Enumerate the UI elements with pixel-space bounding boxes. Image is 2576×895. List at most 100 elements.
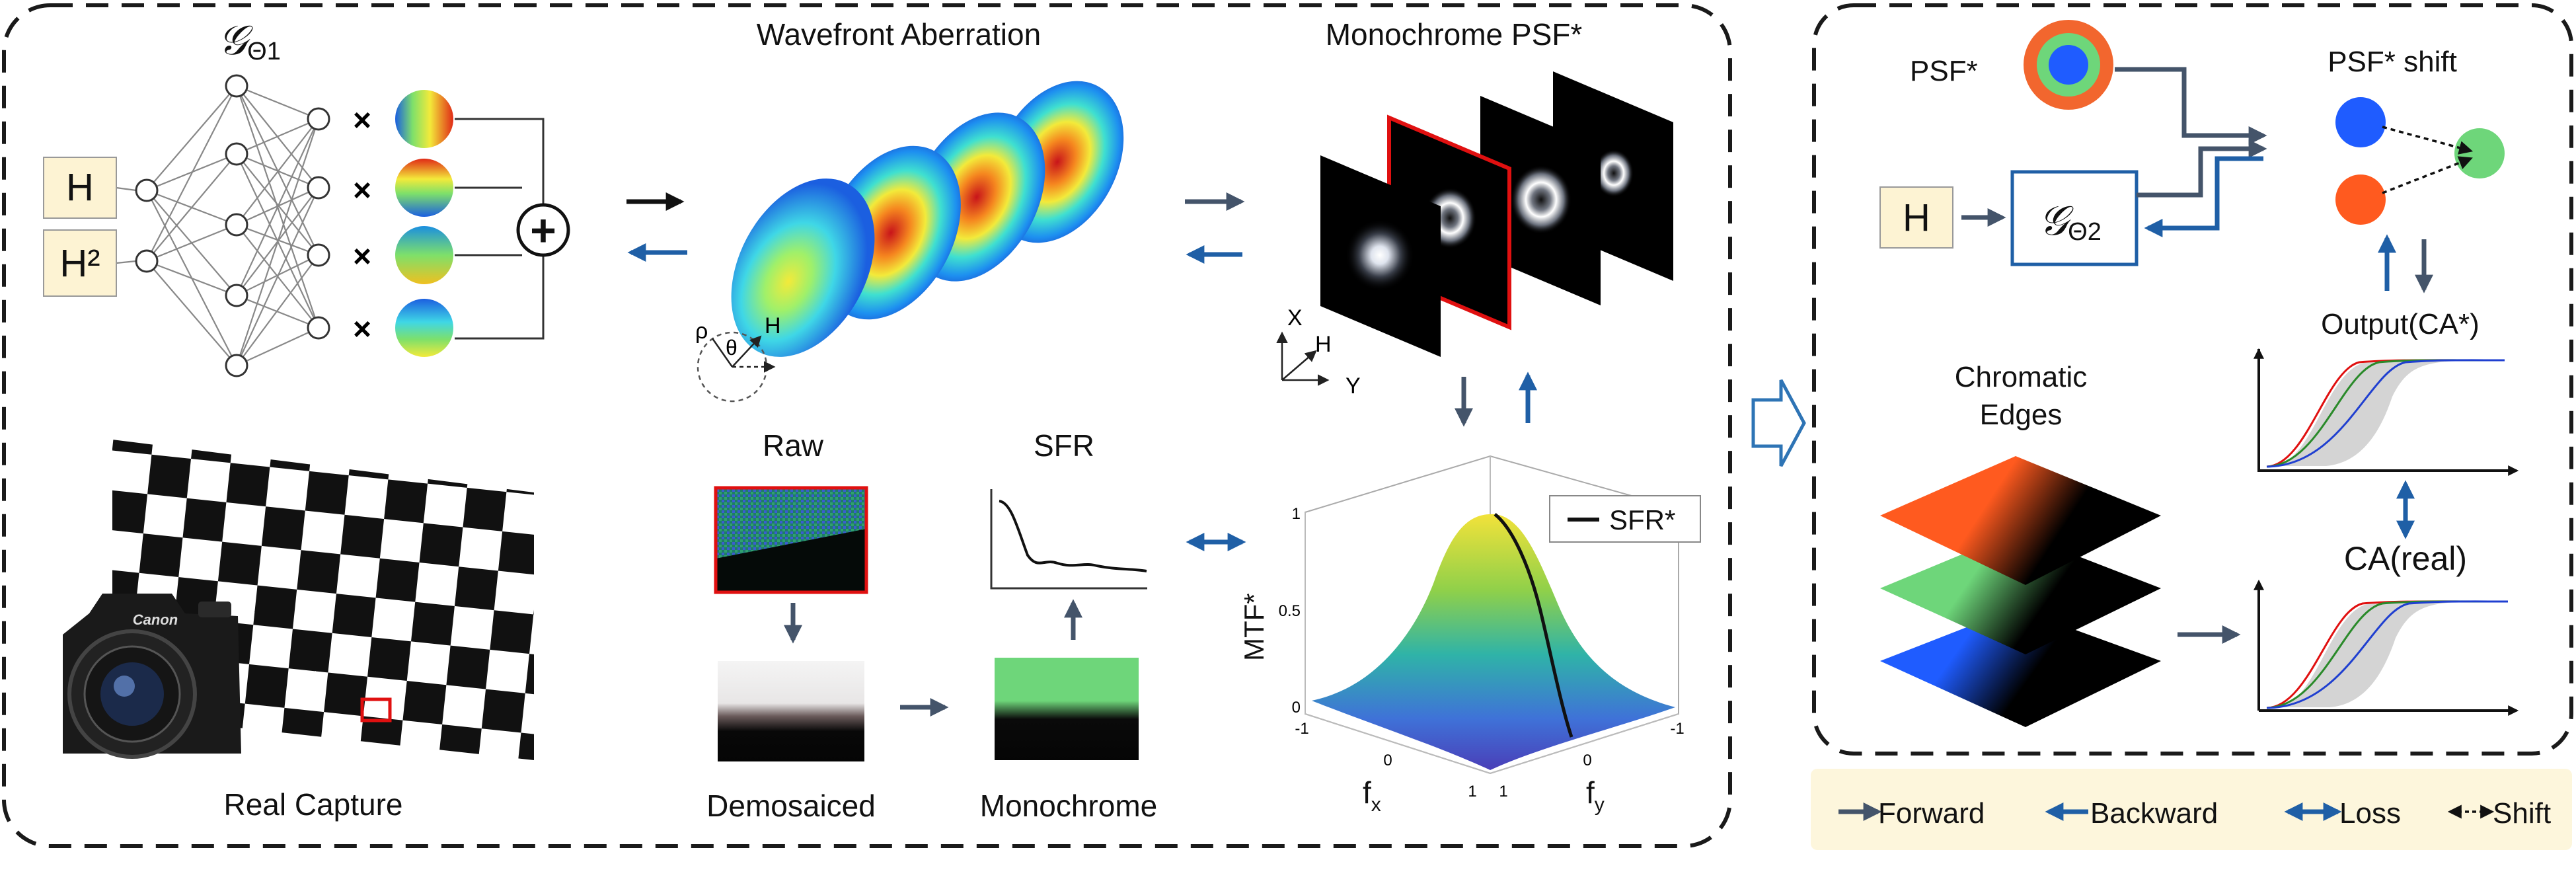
network-edge xyxy=(236,118,319,296)
network-edge xyxy=(236,118,319,155)
legend-forward-label: Forward xyxy=(1878,797,1985,830)
network-edge xyxy=(235,118,320,366)
fy-tick-1: 1 xyxy=(1499,783,1507,800)
theta-label: θ xyxy=(726,336,738,360)
z-tick-1: 1 xyxy=(1292,505,1301,523)
zernike-terms: × × × × + xyxy=(353,90,570,357)
shift-dot-red xyxy=(2335,175,2386,225)
mtf-surface-plot: MTF* 1 0.5 0 -1 0 1 1 0 -1 fx fy SFR* xyxy=(1238,455,1701,816)
zernike-term-3 xyxy=(395,226,453,284)
sfr-label: SFR xyxy=(1034,428,1094,463)
roi-highlight xyxy=(360,697,392,722)
polar-coordinate-icon: ρ θ H xyxy=(695,313,781,403)
fy-tick-0: 0 xyxy=(1583,752,1591,769)
network-theta1: 𝒢Θ1 xyxy=(116,18,330,377)
psf-title: Monochrome PSF* xyxy=(1326,17,1583,52)
output-ca-label: Output(CA*) xyxy=(2321,308,2480,340)
network-edge xyxy=(236,85,319,120)
z-tick-05: 0.5 xyxy=(1279,602,1301,620)
input-h-box-right xyxy=(1879,186,1953,249)
axis-y-label: Y xyxy=(1345,373,1361,399)
outline-right-arrow xyxy=(1751,379,1806,467)
demosaiced-label: Demosaiced xyxy=(706,789,876,823)
wavefront-surface-1 xyxy=(731,178,875,357)
network-node xyxy=(225,284,248,307)
input-connector xyxy=(116,186,137,192)
psf-shift-label: PSF* shift xyxy=(2328,46,2457,78)
ca-real-label: CA(real) xyxy=(2344,540,2467,577)
real-ca-plot xyxy=(2254,579,2519,716)
demosaiced-image xyxy=(718,661,864,761)
fy-axis-label: fy xyxy=(1586,775,1605,816)
fx-tick-1: 1 xyxy=(1468,783,1476,800)
input-h-box xyxy=(43,157,117,219)
network-edge xyxy=(146,85,237,191)
sfr-star-curve xyxy=(1494,513,1573,738)
left-panel-frame xyxy=(2,3,1732,848)
psf-target-icon xyxy=(2024,20,2113,110)
network-edge xyxy=(236,294,319,329)
network-node xyxy=(307,316,330,340)
network-theta2-box xyxy=(2010,170,2139,266)
z-tick-0: 0 xyxy=(1292,699,1301,717)
zernike-term-4 xyxy=(395,299,453,357)
times-symbol-4: × xyxy=(353,312,371,347)
network-edge xyxy=(146,153,237,262)
sum-plus-symbol: + xyxy=(530,206,556,256)
psf-label-right: PSF* xyxy=(1910,55,1978,87)
network-node xyxy=(225,213,248,237)
chromatic-edges-label-1: Chromatic xyxy=(1955,361,2088,393)
network-node xyxy=(135,249,159,273)
sfr-star-legend-label: SFR* xyxy=(1609,504,1675,535)
fy-tick-m1: -1 xyxy=(1670,720,1684,738)
sum-node xyxy=(516,203,570,257)
zernike-term-2 xyxy=(395,159,453,217)
input-connector xyxy=(116,260,137,264)
wavefront-surfaces xyxy=(731,81,1124,357)
shift-dot-blue xyxy=(2335,97,2386,147)
network1-subscript: Θ1 xyxy=(247,38,281,65)
svg-text:𝒢Θ2: 𝒢Θ2 xyxy=(2039,198,2102,246)
network-edge xyxy=(146,223,237,262)
raw-image xyxy=(714,486,868,594)
edge-layer-blue xyxy=(1880,608,2161,727)
input-h-label-right: H xyxy=(1903,196,1930,239)
network-edge xyxy=(236,223,319,256)
times-symbol-2: × xyxy=(353,173,371,208)
network-node xyxy=(307,107,330,131)
input-h2-box xyxy=(43,229,117,297)
network-node xyxy=(225,142,248,166)
real-capture-label: Real Capture xyxy=(223,787,402,822)
edge-layer-red xyxy=(1880,456,2161,585)
mtf-surface xyxy=(1312,514,1675,770)
network2-subscript: Θ2 xyxy=(2068,218,2102,246)
input-h2-label: H² xyxy=(59,242,100,285)
shift-dot-green xyxy=(2454,128,2505,178)
network-node xyxy=(307,176,330,200)
legend-loss-label: Loss xyxy=(2339,797,2401,830)
chromatic-edges-stack xyxy=(1880,456,2161,727)
network-edge xyxy=(146,260,237,366)
psf-stack xyxy=(1320,71,1673,357)
axis-h-label: H xyxy=(1315,332,1332,357)
camera-icon: Canon xyxy=(63,594,241,759)
network-node xyxy=(307,243,330,267)
raw-label: Raw xyxy=(763,428,824,463)
output-ca-plot xyxy=(2254,348,2519,476)
forward-arrow-psf-to-shift xyxy=(2115,67,2267,145)
psf-shift-icon xyxy=(2335,97,2505,225)
network-edge xyxy=(146,260,237,297)
times-symbol-3: × xyxy=(353,239,371,274)
network-node xyxy=(225,74,248,98)
camera-brand-label: Canon xyxy=(133,611,178,628)
network-node xyxy=(225,354,248,377)
axis-x-label: X xyxy=(1287,305,1303,331)
network-node xyxy=(135,178,159,202)
right-panel-frame xyxy=(1812,3,2573,756)
edge-layer-green xyxy=(1880,532,2161,654)
input-h-label: H xyxy=(66,166,94,209)
zernike-term-1 xyxy=(395,90,453,148)
legend-backward-label: Backward xyxy=(2090,797,2218,830)
network-edge xyxy=(146,85,237,262)
